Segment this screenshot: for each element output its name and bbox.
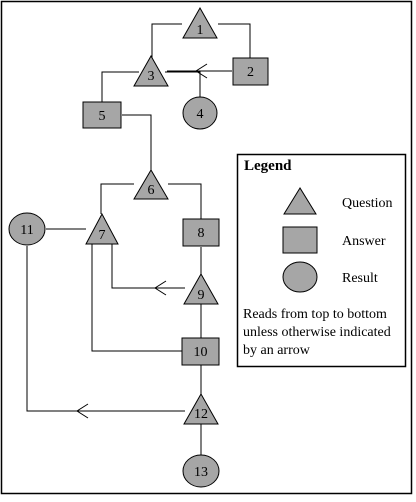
legend-label-answer: Answer xyxy=(342,234,386,249)
node-9: 9 xyxy=(183,272,219,305)
edge-5-6 xyxy=(122,114,152,171)
node-8: 8 xyxy=(182,218,220,247)
node-label: 3 xyxy=(148,69,155,84)
node-label: 4 xyxy=(197,107,204,122)
legend-square-icon xyxy=(282,226,318,254)
question-triangle xyxy=(133,54,169,87)
node-label: 9 xyxy=(198,288,205,303)
edge-3-4 xyxy=(165,71,201,98)
arrow-2-3 xyxy=(195,63,208,79)
edge-12-11 xyxy=(26,246,185,412)
edge-1-2 xyxy=(218,23,251,58)
legend-label-question: Question xyxy=(342,196,393,211)
edge-7-10 xyxy=(91,244,182,352)
node-12: 12 xyxy=(183,392,219,425)
node-5: 5 xyxy=(82,101,122,129)
node-6: 6 xyxy=(133,169,169,200)
legend-note-line-2: unless otherwise indicated xyxy=(243,325,391,340)
node-13: 13 xyxy=(182,454,220,488)
question-triangle xyxy=(133,169,169,200)
arrow-9-7 xyxy=(154,280,167,296)
node-label: 12 xyxy=(194,407,208,422)
legend-triangle-icon xyxy=(283,187,317,215)
answer-square xyxy=(182,218,220,247)
result-circle xyxy=(182,96,218,130)
node-label: 5 xyxy=(99,109,106,124)
answer-square xyxy=(181,337,220,366)
legend-box xyxy=(236,153,407,368)
question-triangle xyxy=(183,272,219,305)
node-label: 10 xyxy=(194,345,208,360)
legend-note-line-3: by an arrow xyxy=(243,343,311,358)
arrow-12-11 xyxy=(76,403,89,419)
question-triangle xyxy=(183,392,219,425)
node-label: 7 xyxy=(99,228,106,243)
node-label: 1 xyxy=(197,23,204,38)
legend-note-line-1: Reads from top to bottom xyxy=(243,307,387,322)
node-7: 7 xyxy=(85,212,119,245)
node-10: 10 xyxy=(181,337,220,366)
question-triangle xyxy=(182,6,218,39)
node-4: 4 xyxy=(182,96,218,130)
answer-square xyxy=(232,57,269,86)
legend-label-result: Result xyxy=(342,271,378,286)
edge-6-8 xyxy=(168,183,202,219)
legend-title: Legend xyxy=(244,158,292,174)
result-circle xyxy=(8,212,46,246)
edge-1-3 xyxy=(151,23,182,60)
legend-circle-icon xyxy=(282,261,318,293)
edge-6-7 xyxy=(100,183,134,214)
question-triangle xyxy=(85,212,119,245)
edge-3-5 xyxy=(101,71,139,102)
node-label: 11 xyxy=(20,223,33,238)
node-label: 6 xyxy=(148,183,155,198)
node-3: 3 xyxy=(133,54,169,87)
node-label: 13 xyxy=(194,465,208,480)
node-label: 8 xyxy=(198,226,205,241)
legend: Legend Question Answer Result Reads from… xyxy=(236,153,407,368)
connectors xyxy=(26,23,251,455)
node-2: 2 xyxy=(232,57,269,86)
result-circle xyxy=(182,454,220,488)
node-1: 1 xyxy=(182,6,218,39)
answer-square xyxy=(82,101,122,129)
node-label: 2 xyxy=(247,65,254,80)
node-11: 11 xyxy=(8,212,46,246)
edge-9-7 xyxy=(111,244,185,289)
